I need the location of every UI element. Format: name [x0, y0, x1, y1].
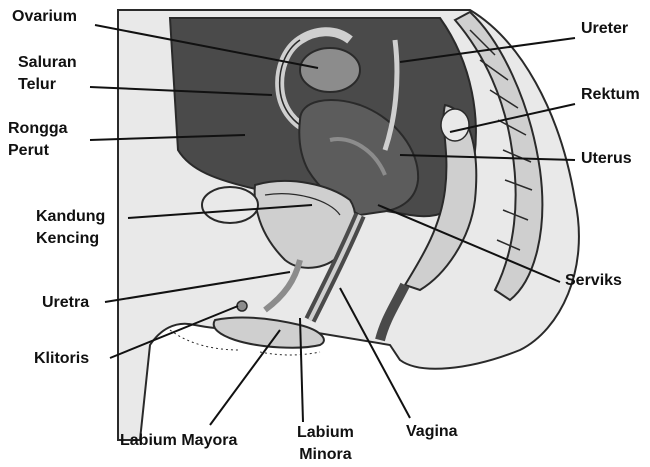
label-labium-minora: Labium Minora [297, 422, 354, 466]
label-serviks: Serviks [565, 270, 622, 292]
label-uterus-text: Uterus [581, 148, 632, 170]
label-rongga-perut: Rongga Perut [8, 118, 68, 162]
label-kandung-kencing-line1: Kandung [36, 206, 105, 228]
label-uretra-text: Uretra [42, 292, 89, 314]
leader-labium-mayora [210, 330, 280, 425]
label-rongga-perut-line2: Perut [8, 140, 68, 162]
label-kandung-kencing-line2: Kencing [36, 228, 105, 250]
label-klitoris: Klitoris [34, 348, 89, 370]
ovary-shape [300, 48, 360, 92]
label-kandung-kencing: Kandung Kencing [36, 206, 105, 250]
label-vagina: Vagina [406, 421, 458, 443]
label-labium-minora-line1: Labium [297, 422, 354, 444]
pubic-bone [202, 187, 258, 223]
label-rektum-text: Rektum [581, 84, 640, 106]
label-uterus: Uterus [581, 148, 632, 170]
clitoris-shape [237, 301, 247, 311]
label-labium-mayora: Labium Mayora [120, 430, 237, 452]
label-klitoris-text: Klitoris [34, 348, 89, 370]
label-saluran-telur-line2: Telur [18, 74, 77, 96]
label-labium-mayora-text: Labium Mayora [120, 430, 237, 452]
label-rektum: Rektum [581, 84, 640, 106]
label-saluran-telur-line1: Saluran [18, 52, 77, 74]
label-labium-minora-line2: Minora [297, 444, 354, 466]
label-rongga-perut-line1: Rongga [8, 118, 68, 140]
label-uretra: Uretra [42, 292, 89, 314]
label-ovarium: Ovarium [12, 6, 77, 28]
label-ureter: Ureter [581, 18, 628, 40]
label-vagina-text: Vagina [406, 421, 458, 443]
label-ovarium-text: Ovarium [12, 6, 77, 28]
label-ureter-text: Ureter [581, 18, 628, 40]
label-saluran-telur: Saluran Telur [18, 52, 77, 96]
label-serviks-text: Serviks [565, 270, 622, 292]
